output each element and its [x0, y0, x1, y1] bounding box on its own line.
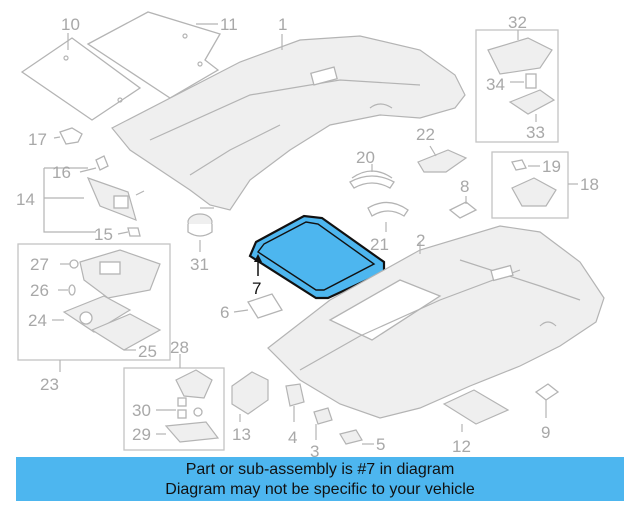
part-16-bracket	[79, 155, 109, 173]
part-14-sun-visor	[43, 167, 145, 233]
part-1-headliner	[111, 34, 466, 211]
part-17-clip	[53, 127, 83, 145]
callout-33: 33	[526, 123, 545, 142]
callout-4: 4	[288, 428, 297, 447]
callout-8: 8	[460, 177, 469, 196]
callout-9: 9	[541, 423, 550, 442]
callout-18: 18	[580, 175, 599, 194]
part-2-headliner	[267, 225, 605, 419]
callout-30: 30	[132, 401, 151, 420]
callout-21: 21	[370, 235, 389, 254]
callout-20: 20	[356, 148, 375, 167]
part-group-32-box	[475, 29, 559, 143]
caption-line-1: Part or sub-assembly is #7 in diagram	[185, 461, 455, 478]
callout-22: 22	[416, 125, 435, 144]
callout-14: 14	[16, 190, 35, 209]
part-3-clip	[313, 407, 333, 440]
part-12-panel	[442, 389, 510, 432]
callout-2: 2	[416, 231, 425, 250]
part-13-bracket	[231, 371, 269, 422]
callout-3: 3	[310, 442, 319, 461]
callout-17: 17	[28, 130, 47, 149]
part-group-23-box	[17, 243, 171, 372]
callout-11: 11	[220, 15, 238, 34]
callout-10: 10	[61, 15, 80, 34]
part-21-handle	[367, 201, 409, 232]
part-20-handle	[349, 164, 395, 189]
part-4-clip	[285, 383, 305, 422]
callout-5: 5	[376, 435, 385, 454]
callout-15: 15	[94, 225, 113, 244]
part-6	[233, 293, 283, 319]
callout-24: 24	[28, 311, 47, 330]
callout-16: 16	[52, 163, 71, 182]
callout-19: 19	[542, 157, 561, 176]
callout-26: 26	[30, 281, 49, 300]
callout-32: 32	[508, 13, 527, 32]
caption-line-2: Diagram may not be specific to your vehi…	[165, 481, 475, 498]
callout-12: 12	[452, 437, 471, 456]
callout-23: 23	[40, 375, 59, 394]
callout-6: 6	[220, 303, 229, 322]
part-5-clip	[339, 429, 374, 445]
callout-34: 34	[486, 75, 505, 94]
callout-25: 25	[138, 342, 157, 361]
callout-29: 29	[132, 425, 151, 444]
callout-28: 28	[170, 338, 189, 357]
callout-7: 7	[252, 279, 261, 298]
part-group-28-box	[123, 354, 225, 451]
callout-31: 31	[190, 255, 209, 274]
callout-1: 1	[278, 15, 287, 34]
part-8-lens	[448, 196, 478, 219]
part-15-hook	[117, 227, 141, 237]
part-10-mat	[20, 33, 142, 121]
callout-labels: 1 2 3 4 5 6 7 8 9 10 11 12 13 14 15 16 1…	[16, 13, 599, 461]
caption-banner: Part or sub-assembly is #7 in diagram Di…	[16, 457, 624, 501]
callout-27: 27	[30, 255, 49, 274]
part-22	[417, 145, 468, 173]
part-group-18-box	[491, 151, 578, 219]
part-9-clip	[534, 383, 560, 418]
callout-13: 13	[232, 425, 251, 444]
part-31-dome	[187, 207, 214, 252]
